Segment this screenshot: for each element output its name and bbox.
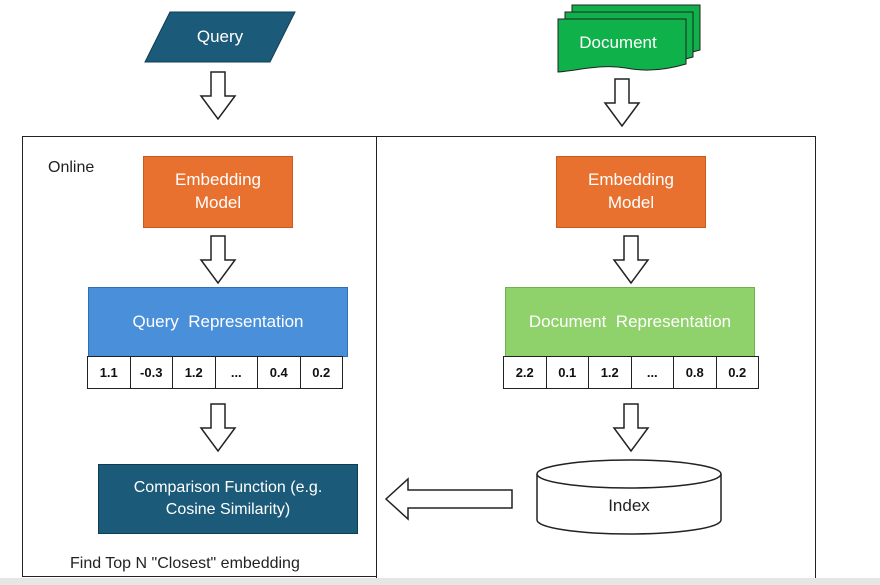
vector-cell: 1.1 <box>87 356 131 389</box>
online-panel-footer: Find Top N "Closest" embedding <box>70 555 300 572</box>
vector-cell: 2.2 <box>503 356 547 389</box>
index-label: Index <box>608 496 650 515</box>
document-representation-label: Document Representation <box>528 311 732 331</box>
query-representation: Query Representation <box>88 287 348 357</box>
query-label: Query <box>196 27 244 46</box>
comparison-function: Comparison Function (e.g. Cosine Similar… <box>98 464 358 534</box>
document-label: Document <box>579 33 657 52</box>
vector-cell: 0.4 <box>257 356 301 389</box>
query-representation-label: Query Representation <box>132 311 304 331</box>
online-panel-title: Online <box>48 159 95 176</box>
query-embedding-model-label: Embedding Model <box>174 170 261 212</box>
document-embedding-model-label: Embedding Model <box>587 170 674 212</box>
vector-cell: 1.2 <box>588 356 632 389</box>
vector-cell: 0.8 <box>673 356 717 389</box>
document-embedding-model: Embedding Model <box>556 156 706 228</box>
bottom-scroll-area <box>0 578 880 585</box>
vector-cell: 0.1 <box>545 356 589 389</box>
comparison-function-label: Comparison Function (e.g. Cosine Similar… <box>133 479 323 518</box>
vector-cell: ... <box>214 356 258 389</box>
document-vector: 2.2 0.1 1.2 ... 0.8 0.2 <box>503 356 759 389</box>
query-vector: 1.1 -0.3 1.2 ... 0.4 0.2 <box>87 356 343 389</box>
document-representation: Document Representation <box>505 287 755 357</box>
vector-cell: 1.2 <box>172 356 216 389</box>
vector-cell: 0.2 <box>299 356 343 389</box>
vector-cell: 0.2 <box>715 356 759 389</box>
query-embedding-model: Embedding Model <box>143 156 293 228</box>
